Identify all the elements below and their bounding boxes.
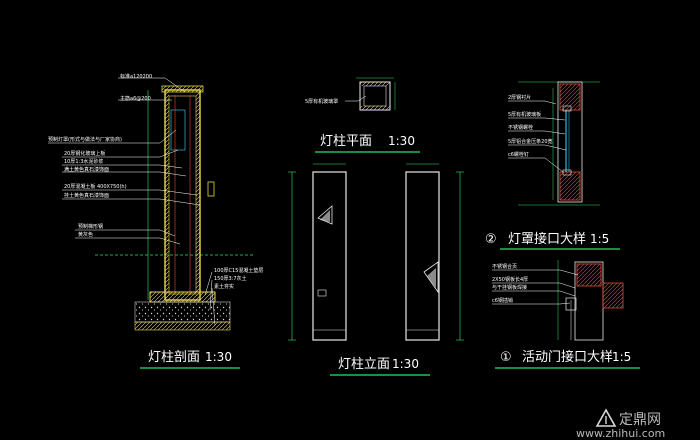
- watermark-domain: www.zhihui.com: [576, 427, 665, 440]
- watermark-brand: 定鼎网: [619, 412, 661, 428]
- detail1-note: 与干挂钢板焊接: [492, 284, 527, 291]
- section-title: 灯柱剖面: [148, 350, 200, 365]
- detail1-drawing: [492, 260, 624, 341]
- detail2-note: 5厚有机玻璃板: [508, 111, 541, 118]
- detail2-note: 5厚铝合金压条20宽: [508, 138, 553, 145]
- detail2-note: c6螺栓钉: [508, 151, 529, 158]
- section-title-block: 灯柱剖面 1:30: [140, 350, 240, 369]
- detail2-note: 2厚钢衬片: [508, 94, 531, 101]
- section-note: 10厚1:3水泥砂浆: [64, 158, 103, 165]
- detail2-drawing: [508, 81, 600, 206]
- detail2-notes: 2厚钢衬片 5厚有机玻璃板 不锈钢螺栓 5厚铝合金压条20宽 c6螺栓钉: [508, 94, 553, 158]
- detail2-number: ②: [485, 232, 497, 247]
- section-note: 主筋a6@200: [120, 95, 151, 102]
- detail2-scale: 1:5: [590, 232, 609, 246]
- section-note: 挂土黄色真石漆饰面: [64, 192, 109, 199]
- section-note: 100厚C15混凝土垫层: [214, 267, 263, 274]
- section-note: 满土黄色真石漆饰面: [64, 166, 109, 173]
- section-note: 素土夯实: [214, 283, 234, 290]
- section-note: 20厚混凝土板 400X750(h): [64, 183, 127, 190]
- elevation-scale: 1:30: [392, 357, 419, 371]
- section-notes: 标准a120200 主筋a6@200 预制灯罩(形式与做法与厂家协商) 20厚钢…: [48, 73, 263, 290]
- section-note: 20厚钢化玻璃上板: [64, 150, 105, 157]
- section-note: 标准a120200: [120, 73, 152, 80]
- section-note: 黄灰色: [78, 231, 93, 238]
- detail2-title: 灯罩接口大样: [508, 231, 586, 247]
- detail1-title: 活动门接口大样: [522, 349, 613, 365]
- elevation-title-block: 灯柱立面 1:30: [330, 357, 430, 376]
- section-note: 150厚3:7灰土: [214, 275, 247, 282]
- section-note: 预制灯罩(形式与做法与厂家协商): [48, 136, 122, 143]
- watermark-logo: [595, 408, 617, 427]
- detail1-number: ①: [500, 350, 512, 365]
- elevation-drawing: [288, 163, 464, 341]
- detail1-note: 2X50钢板长4厚: [492, 276, 528, 283]
- section-drawing: [48, 77, 255, 331]
- detail2-title-block: ② 灯罩接口大样 1:5: [485, 231, 620, 250]
- detail1-scale: 1:5: [612, 350, 631, 364]
- plan-note: 5厚有机玻璃罩: [305, 98, 338, 105]
- elevation-title: 灯柱立面: [338, 357, 390, 372]
- detail1-note: 不锈钢合页: [492, 263, 517, 270]
- plan-scale: 1:30: [388, 134, 415, 148]
- section-scale: 1:30: [205, 350, 232, 364]
- section-note: 预制梯形钢: [78, 223, 103, 230]
- detail1-notes: 不锈钢合页 2X50钢板长4厚 与干挂钢板焊接 c6钢插销: [492, 263, 528, 304]
- detail1-title-block: ① 活动门接口大样 1:5: [495, 349, 640, 369]
- detail1-note: c6钢插销: [492, 297, 513, 304]
- plan-title: 灯柱平面: [320, 134, 372, 149]
- plan-title-block: 灯柱平面 1:30: [315, 134, 420, 153]
- watermark: 定鼎网 www.zhihui.com: [576, 408, 665, 440]
- plan-drawing: 5厚有机玻璃罩: [305, 77, 396, 111]
- detail2-note: 不锈钢螺栓: [508, 124, 533, 131]
